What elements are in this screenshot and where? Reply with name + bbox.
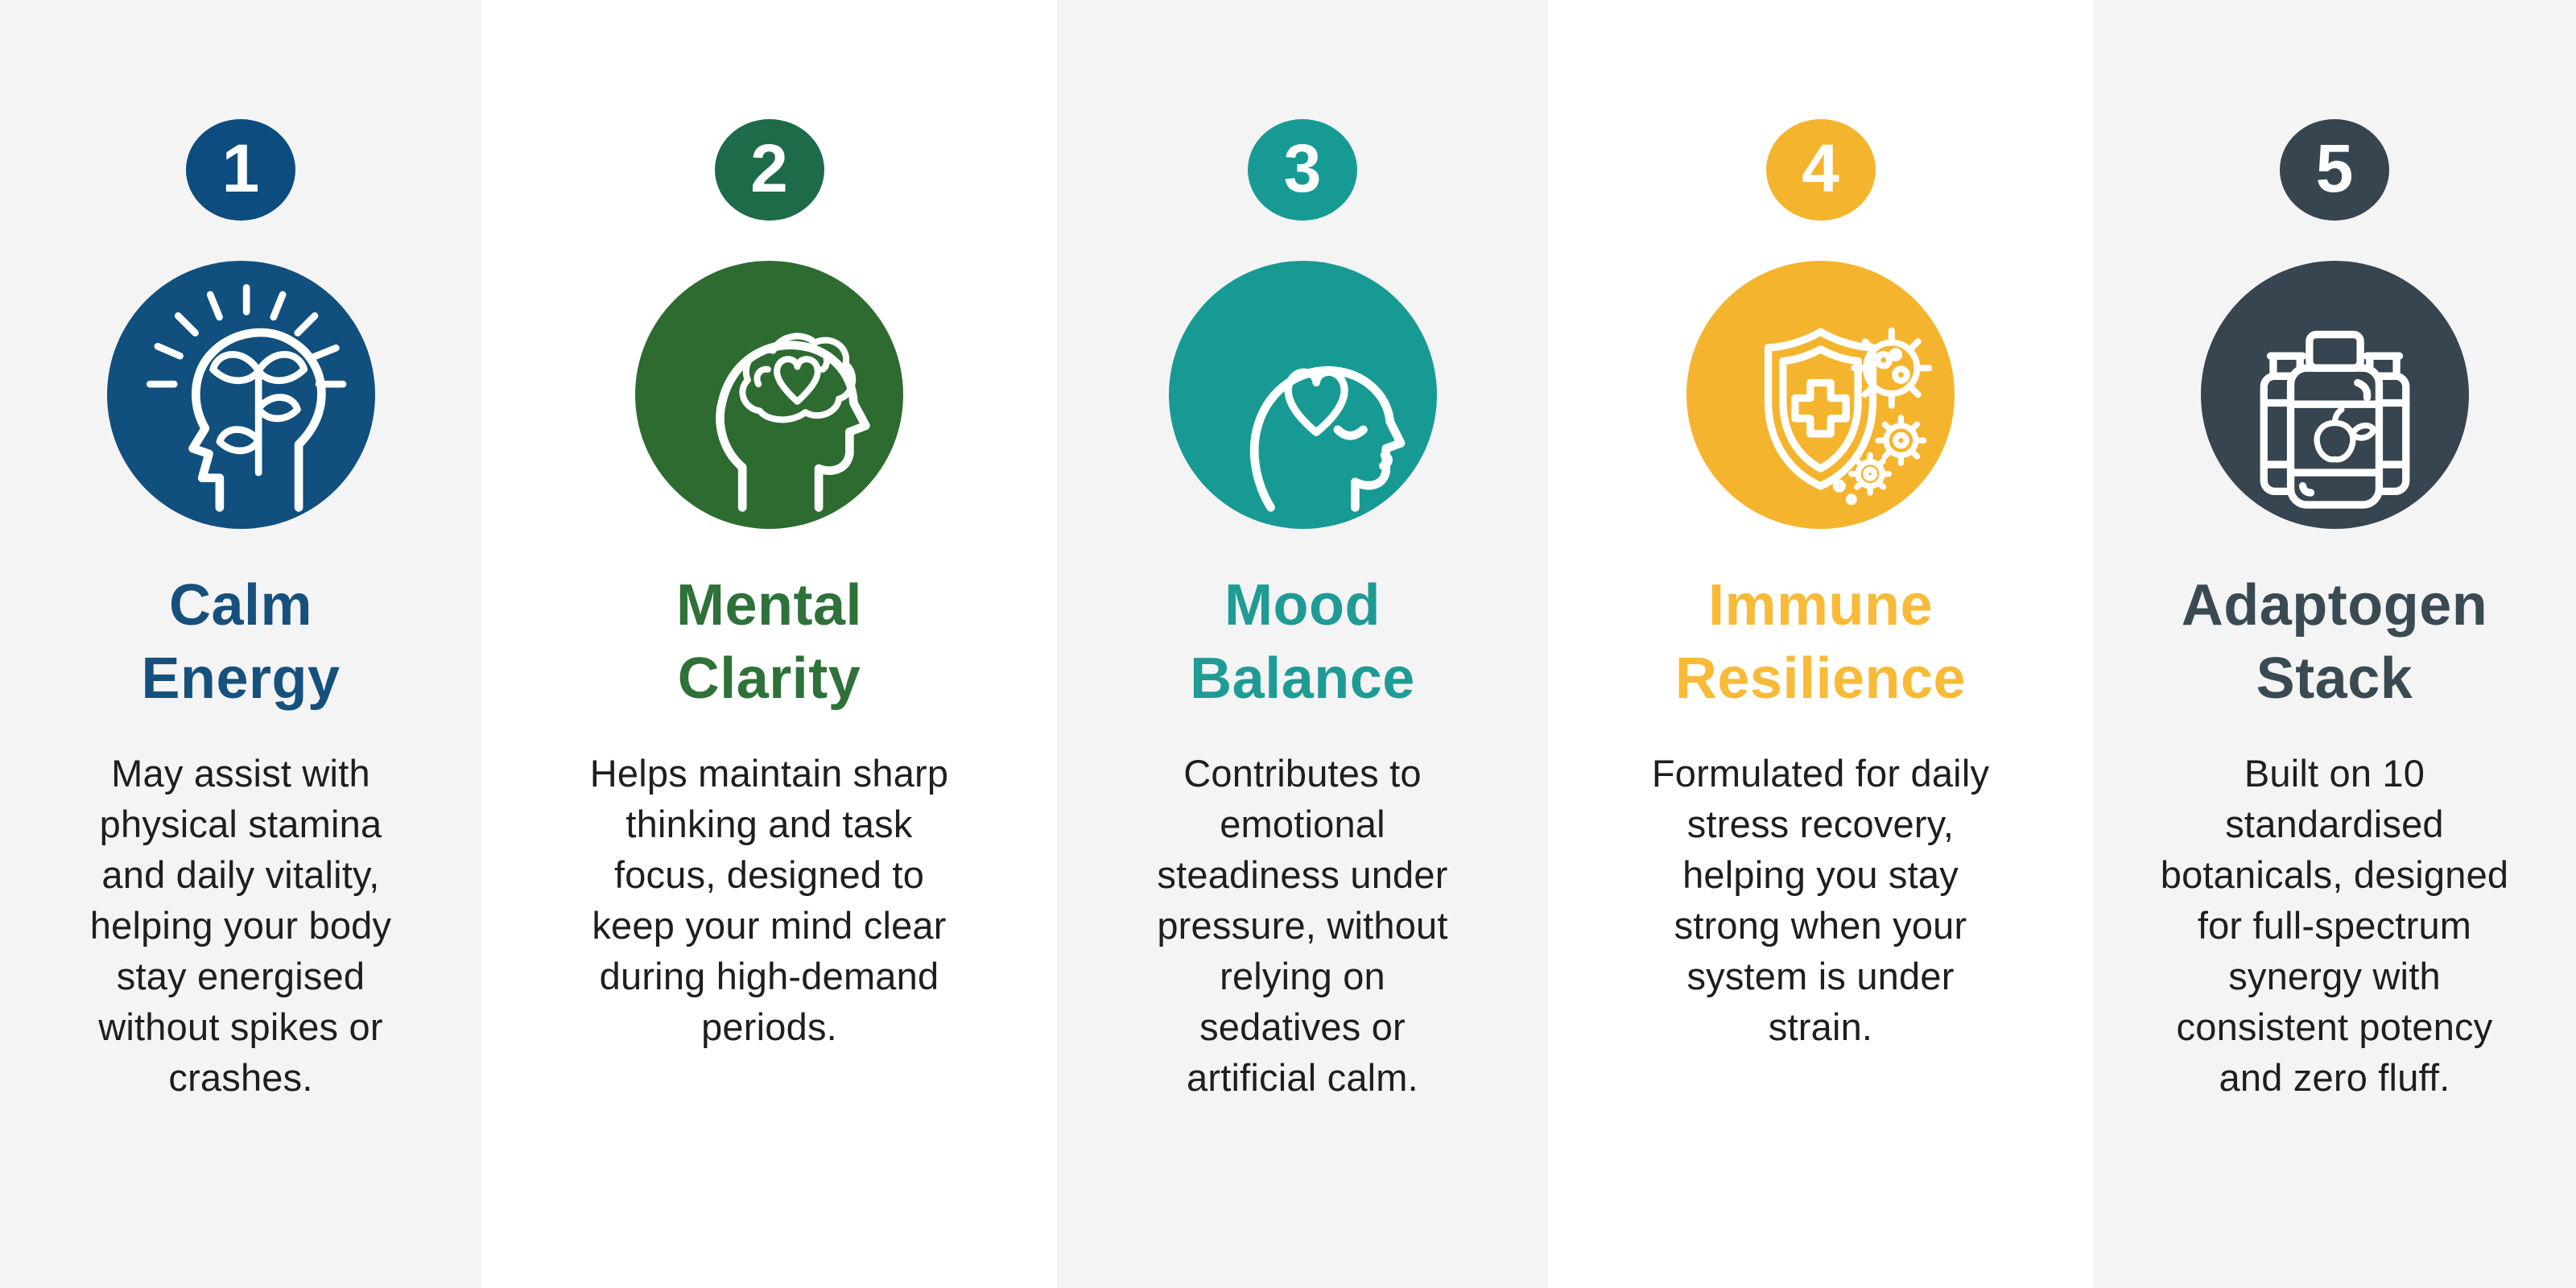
benefit-description: Formulated for daily stress recovery, he… bbox=[1651, 752, 1990, 1048]
benefit-column-mental-clarity: 2 Mental Clarity Helps maintain sharp th… bbox=[481, 0, 1057, 1288]
benefit-description: Built on 10 standardised botanicals, des… bbox=[2160, 752, 2509, 1099]
benefit-title: Mental Clarity bbox=[675, 573, 863, 711]
step-number-badge: 5 bbox=[2280, 119, 2389, 221]
benefit-description: May assist with physical stamina and dai… bbox=[89, 752, 392, 1099]
step-number-badge: 2 bbox=[714, 119, 824, 221]
step-number: 1 bbox=[221, 130, 260, 206]
benefit-column-immune-resilience: 4 bbox=[1548, 0, 2093, 1288]
shield-virus-gears-icon bbox=[1686, 261, 1955, 529]
head-brain-heart-icon bbox=[635, 261, 903, 529]
benefit-column-calm-energy: 1 Cal bbox=[0, 0, 481, 1288]
step-number-badge: 1 bbox=[186, 119, 295, 221]
benefit-title: Calm Energy bbox=[141, 573, 341, 711]
benefit-title: Immune Resilience bbox=[1674, 573, 1967, 711]
step-number: 5 bbox=[2315, 130, 2354, 206]
step-number: 3 bbox=[1283, 130, 1322, 206]
supplement-jars-icon bbox=[2200, 261, 2469, 529]
benefit-title: Mood Balance bbox=[1190, 573, 1415, 711]
benefit-description: Contributes to emotional steadiness unde… bbox=[1157, 752, 1448, 1099]
benefit-description: Helps maintain sharp thinking and task f… bbox=[589, 752, 949, 1048]
benefit-column-adaptogen-stack: 5 bbox=[2093, 0, 2576, 1288]
step-number: 2 bbox=[750, 130, 788, 206]
step-number-badge: 4 bbox=[1765, 119, 1876, 221]
step-number-badge: 3 bbox=[1248, 119, 1357, 221]
benefit-column-mood-balance: 3 Mood Balance Contributes to emotional … bbox=[1057, 0, 1548, 1288]
benefit-title: Adaptogen Stack bbox=[2181, 573, 2488, 711]
head-heart-icon bbox=[1168, 261, 1437, 529]
step-number: 4 bbox=[1802, 130, 1839, 206]
head-plant-rays-icon bbox=[106, 261, 375, 529]
